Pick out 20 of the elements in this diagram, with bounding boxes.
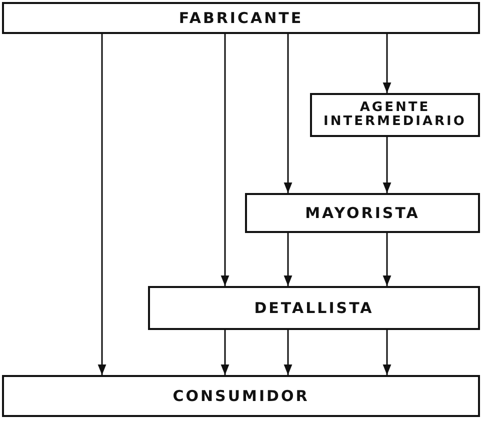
process-box <box>148 286 480 330</box>
arrow <box>382 137 392 193</box>
node-label: DETALLISTA <box>254 300 374 316</box>
process-box <box>245 193 480 233</box>
arrow <box>220 330 230 375</box>
process-box <box>310 93 480 137</box>
arrow <box>284 233 292 286</box>
arrow <box>220 34 230 286</box>
arrow <box>382 233 392 286</box>
node-label: FABRICANTE <box>178 10 304 26</box>
arrow <box>382 330 392 375</box>
node-label: MAYORISTA <box>305 204 420 222</box>
process-box <box>2 375 480 417</box>
arrow <box>284 330 292 375</box>
arrow <box>284 34 292 193</box>
process-box <box>2 2 480 34</box>
arrow <box>98 34 106 375</box>
arrow <box>382 34 392 93</box>
node-label: CONSUMIDOR <box>172 388 310 404</box>
node-label: AGENTE INTERMEDIARIO <box>322 100 468 130</box>
